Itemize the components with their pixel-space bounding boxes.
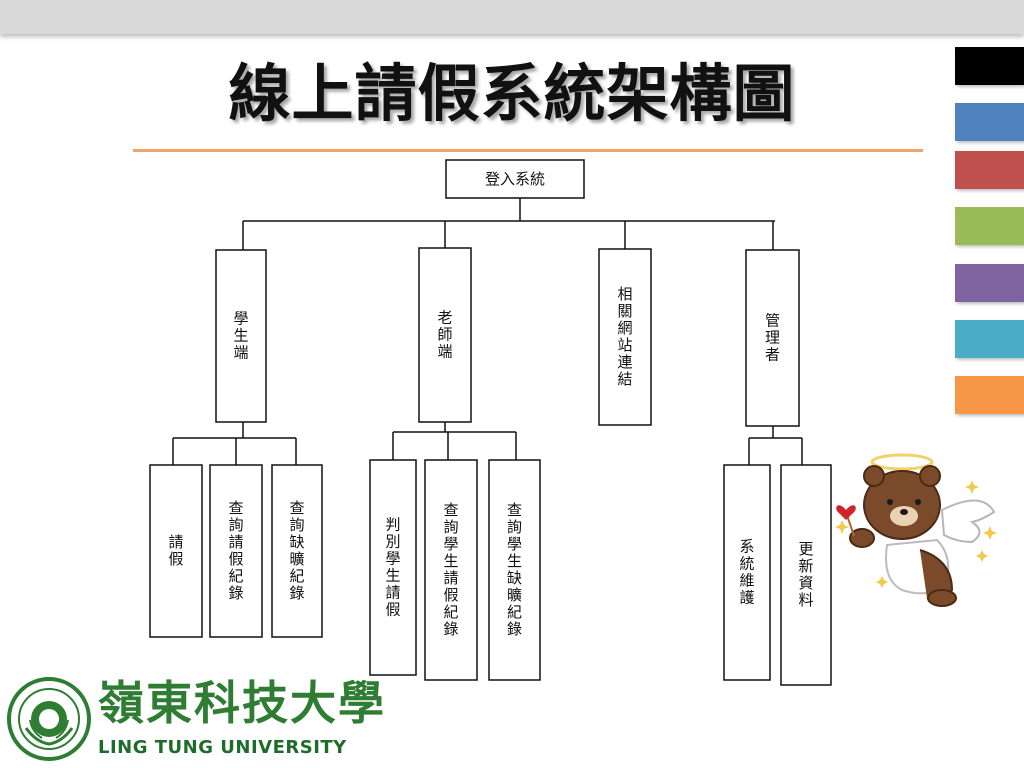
child-node-3-1-label: 更新資料	[798, 540, 813, 609]
group-node-1-label: 老師端	[437, 309, 452, 361]
child-node-1-0: 判別學生請假	[369, 459, 417, 676]
child-node-0-0-label: 請假	[168, 533, 183, 568]
child-node-3-0-box	[723, 464, 771, 681]
university-name-en: LING TUNG UNIVERSITY	[98, 737, 347, 758]
root-node-label: 登入系統	[485, 170, 545, 188]
child-node-1-1-label: 查詢學生請假紀錄	[443, 501, 458, 638]
child-node-3-1: 更新資料	[780, 464, 832, 686]
child-node-0-2-label: 查詢缺曠紀錄	[289, 499, 304, 602]
child-node-0-1-box	[209, 464, 263, 638]
color-tab-orange	[955, 376, 1024, 414]
color-tab-blue	[955, 103, 1024, 141]
page-title: 線上請假系統架構圖	[228, 57, 796, 130]
group-node-2-box	[598, 248, 652, 426]
child-node-3-0: 系統維護	[723, 464, 771, 681]
child-node-1-2: 查詢學生缺曠紀錄	[488, 459, 541, 681]
child-node-1-2-label: 查詢學生缺曠紀錄	[507, 501, 522, 638]
child-node-0-0-box	[149, 464, 203, 638]
child-node-3-1-box	[780, 464, 832, 686]
child-node-1-0-label: 判別學生請假	[385, 516, 400, 619]
root-node: 登入系統	[445, 159, 585, 199]
university-name-cn: 嶺東科技大學	[98, 676, 386, 730]
group-node-2: 相關網站連結	[598, 248, 652, 426]
child-node-1-1: 查詢學生請假紀錄	[424, 459, 478, 681]
group-node-3: 管理者	[745, 249, 800, 427]
group-node-1: 老師端	[418, 247, 472, 423]
group-node-3-label: 管理者	[765, 312, 780, 364]
child-node-1-1-box	[424, 459, 478, 681]
child-node-0-1-label: 查詢請假紀錄	[228, 499, 243, 602]
root-node-box	[445, 159, 585, 199]
child-node-0-2: 查詢缺曠紀錄	[271, 464, 323, 638]
child-node-1-2-box	[488, 459, 541, 681]
child-node-0-0: 請假	[149, 464, 203, 638]
child-node-3-0-label: 系統維護	[739, 538, 754, 607]
color-tab-cyan	[955, 320, 1024, 358]
group-node-0-label: 學生端	[233, 310, 248, 362]
child-node-0-1: 查詢請假紀錄	[209, 464, 263, 638]
child-node-0-2-box	[271, 464, 323, 638]
color-tab-green	[955, 207, 1024, 245]
group-node-0: 學生端	[215, 249, 267, 423]
bear-angel-icon	[835, 453, 997, 607]
group-node-1-box	[418, 247, 472, 423]
group-node-3-box	[745, 249, 800, 427]
color-tab-black	[955, 47, 1024, 85]
group-node-2-label: 相關網站連結	[617, 285, 632, 388]
university-seal-icon	[7, 677, 91, 761]
title-divider	[133, 149, 923, 152]
color-tab-purple	[955, 264, 1024, 302]
group-node-0-box	[215, 249, 267, 423]
color-tab-red	[955, 151, 1024, 189]
child-node-1-0-box	[369, 459, 417, 676]
top-bar	[0, 0, 1024, 34]
